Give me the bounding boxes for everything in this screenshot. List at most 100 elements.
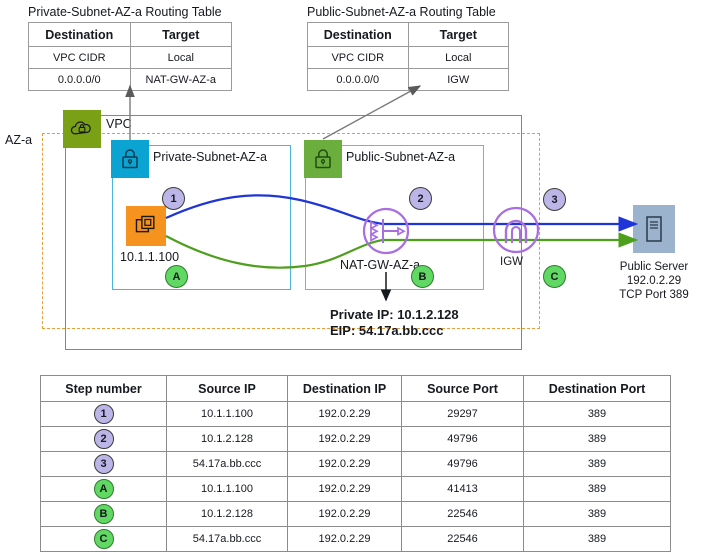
step-badge-3-label: 3 — [551, 193, 558, 206]
step-badge-1: 1 — [162, 187, 185, 210]
server-name-label: Public Server — [619, 261, 689, 273]
step-badge-3: 3 — [543, 188, 566, 211]
private-routing-table-block: Private-Subnet-AZ-a Routing Table Destin… — [28, 5, 232, 91]
cell-source-ip: 10.1.1.100 — [166, 476, 288, 502]
lock-icon — [315, 149, 331, 169]
cell-destination: 0.0.0.0/0 — [28, 68, 131, 91]
step-badge-1: 1 — [93, 404, 114, 424]
column-header-destination-port: Destination Port — [523, 375, 671, 402]
vpc-icon — [63, 110, 101, 148]
public-subnet-label: Public-Subnet-AZ-a — [346, 150, 456, 164]
step-badge-1-label: 1 — [170, 192, 177, 205]
cell-target: IGW — [407, 68, 509, 91]
cell-step-number: 1 — [40, 401, 167, 427]
cell-destination-port: 389 — [523, 501, 671, 527]
cell-source-ip: 10.1.1.100 — [166, 401, 288, 427]
nat-eip-label: EIP: 54.17a.bb.ccc — [330, 323, 444, 338]
server-ip-label: 192.0.2.29 — [626, 275, 682, 287]
nat-gateway-label: NAT-GW-AZ-a — [340, 258, 421, 272]
table-row: Destination Target — [28, 22, 232, 47]
step-badge-2-label: 2 — [417, 192, 424, 205]
ec2-instance-icon — [126, 206, 166, 246]
step-badge-b-label: B — [418, 270, 427, 283]
cell-destination: 0.0.0.0/0 — [307, 68, 409, 91]
cell-source-port: 49796 — [401, 451, 524, 477]
cell-source-port: 29297 — [401, 401, 524, 427]
table-row: 0.0.0.0/0 IGW — [307, 68, 509, 91]
step-badge-a: A — [93, 479, 114, 499]
cell-destination-ip: 192.0.2.29 — [287, 476, 402, 502]
private-routing-table-title: Private-Subnet-AZ-a Routing Table — [28, 5, 222, 19]
table-row: VPC CIDR Local — [28, 46, 232, 69]
cell-destination-port: 389 — [523, 426, 671, 452]
cell-destination-ip: 192.0.2.29 — [287, 426, 402, 452]
private-subnet-icon — [111, 140, 149, 178]
column-header-step-number: Step number — [40, 375, 167, 402]
cell-destination: VPC CIDR — [307, 46, 409, 69]
az-label: AZ-a — [5, 133, 33, 147]
column-header-destination-ip: Destination IP — [287, 375, 402, 402]
cell-target: NAT-GW-AZ-a — [129, 68, 232, 91]
private-subnet-label: Private-Subnet-AZ-a — [153, 150, 267, 164]
server-port-label: TCP Port 389 — [619, 289, 689, 301]
cell-source-ip: 10.1.2.128 — [166, 501, 288, 527]
table-row: 0.0.0.0/0 NAT-GW-AZ-a — [28, 68, 232, 91]
table-row: VPC CIDR Local — [307, 46, 509, 69]
cell-step-number: B — [40, 501, 167, 527]
cell-destination-ip: 192.0.2.29 — [287, 451, 402, 477]
column-header-destination: Destination — [307, 22, 409, 47]
table-row: Destination Target — [307, 22, 509, 47]
step-badge-b: B — [411, 265, 434, 288]
public-routing-table-block: Public-Subnet-AZ-a Routing Table Destina… — [307, 5, 509, 91]
cell-step-number: 3 — [40, 451, 167, 477]
step-badge-2: 2 — [93, 429, 114, 449]
cell-destination: VPC CIDR — [28, 46, 131, 69]
cell-destination-port: 389 — [523, 451, 671, 477]
instance-ip-label: 10.1.1.100 — [120, 250, 180, 264]
step-badge-a-label: A — [172, 270, 181, 283]
cell-destination-ip: 192.0.2.29 — [287, 501, 402, 527]
packet-flow-table: Step number Source IP Destination IP Sou… — [40, 375, 671, 552]
public-routing-table-title: Public-Subnet-AZ-a Routing Table — [307, 5, 496, 19]
cell-destination-port: 389 — [523, 401, 671, 427]
column-header-source-port: Source Port — [401, 375, 524, 402]
cell-step-number: A — [40, 476, 167, 502]
vpc-label: VPC — [106, 117, 132, 131]
step-badge-2: 2 — [409, 187, 432, 210]
step-badge-c: C — [543, 265, 566, 288]
cloud-lock-icon — [70, 121, 91, 135]
public-routing-table: Destination Target VPC CIDR Local 0.0.0.… — [307, 22, 509, 91]
column-header-source-ip: Source IP — [166, 375, 288, 402]
step-badge-c: C — [93, 529, 114, 549]
availability-zone-boundary — [42, 133, 540, 329]
igw-label: IGW — [500, 256, 523, 268]
instances-icon — [135, 215, 155, 233]
cell-target: Local — [407, 46, 509, 69]
table-header-row: Step number Source IP Destination IP Sou… — [40, 375, 671, 402]
private-routing-table: Destination Target VPC CIDR Local 0.0.0.… — [28, 22, 232, 91]
lock-icon — [122, 149, 138, 169]
step-badge-a: A — [165, 265, 188, 288]
nat-private-ip-label: Private IP: 10.1.2.128 — [330, 307, 459, 322]
column-header-destination: Destination — [28, 22, 131, 47]
column-header-target: Target — [129, 22, 232, 47]
cell-target: Local — [129, 46, 232, 69]
cell-source-ip: 10.1.2.128 — [166, 426, 288, 452]
cell-source-port: 49796 — [401, 426, 524, 452]
public-server-icon — [633, 205, 675, 253]
step-badge-c-label: C — [550, 270, 559, 283]
cell-step-number: 2 — [40, 426, 167, 452]
step-badge-b: B — [93, 504, 114, 524]
cell-destination-ip: 192.0.2.29 — [287, 401, 402, 427]
server-icon — [646, 216, 662, 242]
cell-source-port: 22546 — [401, 501, 524, 527]
public-subnet-icon — [304, 140, 342, 178]
cell-destination-port: 389 — [523, 476, 671, 502]
column-header-target: Target — [407, 22, 509, 47]
cell-source-port: 41413 — [401, 476, 524, 502]
cell-source-ip: 54.17a.bb.ccc — [166, 451, 288, 477]
